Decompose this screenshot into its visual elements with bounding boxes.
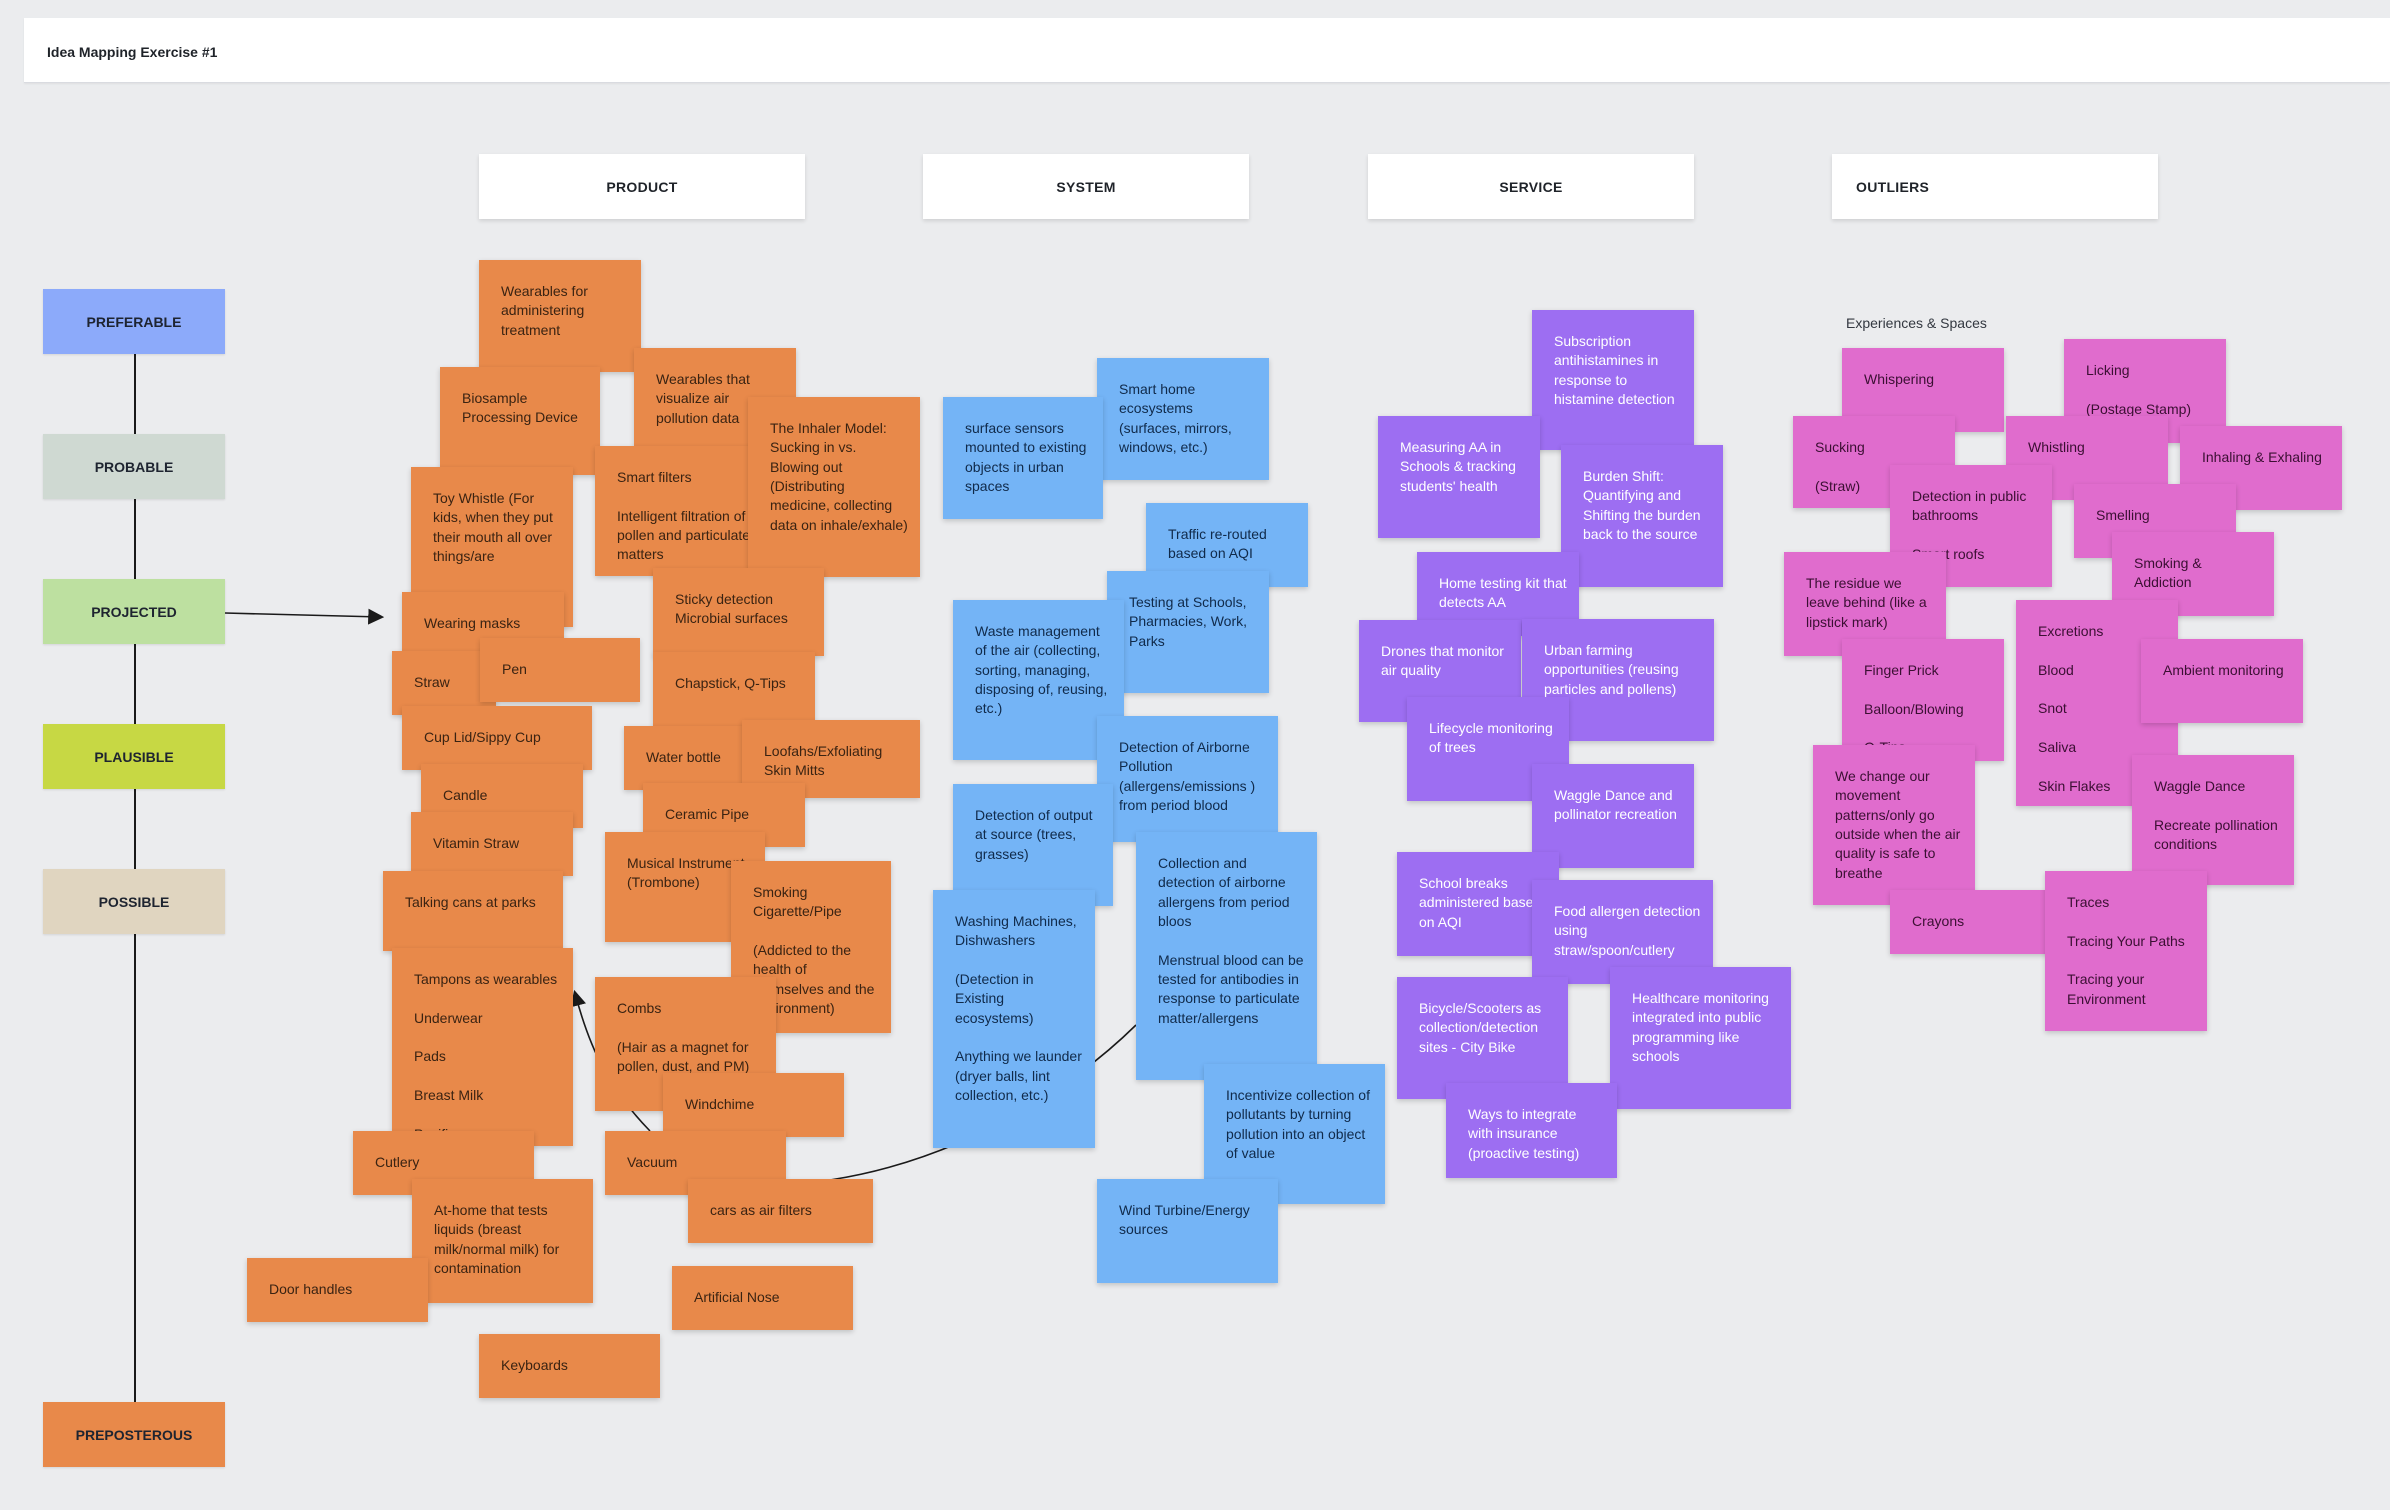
sticky-note-biosample-processing-device[interactable]: Biosample Processing Device: [440, 367, 600, 475]
sticky-note-waste-management-of-the-air-collecting-s[interactable]: Waste management of the air (collecting,…: [953, 600, 1124, 760]
future-label-projected[interactable]: PROJECTED: [43, 579, 225, 644]
sticky-note-door-handles[interactable]: Door handles: [247, 1258, 428, 1322]
sticky-note-smart-filters-intelligent-filtration-of-[interactable]: Smart filters Intelligent filtration of …: [595, 446, 770, 576]
sticky-note-detection-of-output-at-source-trees-gras[interactable]: Detection of output at source (trees, gr…: [953, 784, 1113, 906]
sticky-note-measuring-aa-in-schools-tracking-student[interactable]: Measuring AA in Schools & tracking stude…: [1378, 416, 1540, 538]
sticky-note-water-bottle[interactable]: Water bottle: [624, 726, 764, 790]
sticky-note-vitamin-straw[interactable]: Vitamin Straw: [411, 812, 573, 876]
sticky-note-surface-sensors-mounted-to-existing-obje[interactable]: surface sensors mounted to existing obje…: [943, 397, 1103, 519]
sticky-note-traces-tracing-your-paths-tracing-your-e[interactable]: Traces Tracing Your Paths Tracing your E…: [2045, 871, 2207, 1031]
sticky-note-collection-and-detection-of-airborne-all[interactable]: Collection and detection of airborne all…: [1136, 832, 1317, 1080]
sticky-note-waggle-dance-recreate-pollination-condit[interactable]: Waggle Dance Recreate pollination condit…: [2132, 755, 2294, 885]
sticky-note-sticky-detection-microbial-surfaces[interactable]: Sticky detection Microbial surfaces: [653, 568, 824, 656]
sticky-note-artificial-nose[interactable]: Artificial Nose: [672, 1266, 853, 1330]
sticky-note-wearables-for-administering-treatment[interactable]: Wearables for administering treatment: [479, 260, 641, 372]
sticky-note-cup-lid-sippy-cup[interactable]: Cup Lid/Sippy Cup: [402, 706, 592, 770]
column-header-product[interactable]: PRODUCT: [479, 154, 805, 219]
sticky-note-subscription-antihistamines-in-response-[interactable]: Subscription antihistamines in response …: [1532, 310, 1694, 450]
sticky-note-keyboards[interactable]: Keyboards: [479, 1334, 660, 1398]
sticky-note-tampons-as-wearables-underwear-pads-brea[interactable]: Tampons as wearables Underwear Pads Brea…: [392, 948, 573, 1146]
outliers-caption: Experiences & Spaces: [1846, 315, 1987, 331]
sticky-note-drones-that-monitor-air-quality[interactable]: Drones that monitor air quality: [1359, 620, 1521, 722]
sticky-note-ways-to-integrate-with-insurance-proacti[interactable]: Ways to integrate with insurance (proact…: [1446, 1083, 1617, 1178]
sticky-note-smart-home-ecosystems-surfaces-mirrors-w[interactable]: Smart home ecosystems (surfaces, mirrors…: [1097, 358, 1269, 480]
column-header-outliers[interactable]: OUTLIERS: [1832, 154, 2158, 219]
sticky-note-burden-shift-quantifying-and-shifting-th[interactable]: Burden Shift: Quantifying and Shifting t…: [1561, 445, 1723, 587]
sticky-note-ambient-monitoring[interactable]: Ambient monitoring: [2141, 639, 2303, 723]
sticky-note-washing-machines-dishwashers-detection-i[interactable]: Washing Machines, Dishwashers (Detection…: [933, 890, 1095, 1148]
sticky-note-we-change-our-movement-patterns-only-go-[interactable]: We change our movement patterns/only go …: [1813, 745, 1975, 905]
sticky-note-detection-of-airborne-pollution-allergen[interactable]: Detection of Airborne Pollution (allerge…: [1097, 716, 1278, 842]
future-label-plausible[interactable]: PLAUSIBLE: [43, 724, 225, 789]
future-label-preferable[interactable]: PREFERABLE: [43, 289, 225, 354]
sticky-note-wind-turbine-energy-sources[interactable]: Wind Turbine/Energy sources: [1097, 1179, 1278, 1283]
sticky-note-pen[interactable]: Pen: [480, 638, 640, 702]
sticky-note-waggle-dance-and-pollinator-recreation[interactable]: Waggle Dance and pollinator recreation: [1532, 764, 1694, 868]
sticky-note-straw[interactable]: Straw: [392, 651, 496, 715]
board-title-bar: Idea Mapping Exercise #1: [24, 18, 2390, 83]
sticky-note-food-allergen-detection-using-straw-spoo[interactable]: Food allergen detection using straw/spoo…: [1532, 880, 1713, 984]
sticky-note-detection-in-public-bathrooms-smart-roof[interactable]: Detection in public bathrooms Smart roof…: [1890, 465, 2052, 587]
sticky-note-talking-cans-at-parks[interactable]: Talking cans at parks: [383, 871, 563, 951]
sticky-note-bicycle-scooters-as-collection-detection[interactable]: Bicycle/Scooters as collection/detection…: [1397, 977, 1568, 1099]
future-label-possible[interactable]: POSSIBLE: [43, 869, 225, 934]
future-label-probable[interactable]: PROBABLE: [43, 434, 225, 499]
sticky-note-at-home-that-tests-liquids-breast-milk-n[interactable]: At-home that tests liquids (breast milk/…: [412, 1179, 593, 1303]
sticky-note-healthcare-monitoring-integrated-into-pu[interactable]: Healthcare monitoring integrated into pu…: [1610, 967, 1791, 1109]
sticky-note-testing-at-schools-pharmacies-work-parks[interactable]: Testing at Schools, Pharmacies, Work, Pa…: [1107, 571, 1269, 693]
column-header-service[interactable]: SERVICE: [1368, 154, 1694, 219]
sticky-note-windchime[interactable]: Windchime: [663, 1073, 844, 1137]
board-title: Idea Mapping Exercise #1: [47, 44, 218, 60]
column-header-system[interactable]: SYSTEM: [923, 154, 1249, 219]
sticky-note-crayons[interactable]: Crayons: [1890, 890, 2052, 954]
projected-arrow: [224, 608, 385, 625]
sticky-note-cars-as-air-filters[interactable]: cars as air filters: [688, 1179, 873, 1243]
sticky-note-chapstick-q-tips[interactable]: Chapstick, Q-Tips: [653, 652, 815, 730]
future-label-preposterous[interactable]: PREPOSTEROUS: [43, 1402, 225, 1467]
sticky-note-the-residue-we-leave-behind-like-a-lipst[interactable]: The residue we leave behind (like a lips…: [1784, 552, 1946, 656]
sticky-note-finger-prick-balloon-blowing-q-tips[interactable]: Finger Prick Balloon/Blowing Q-Tips: [1842, 639, 2004, 761]
sticky-note-the-inhaler-model-sucking-in-vs-blowing-[interactable]: The Inhaler Model: Sucking in vs. Blowin…: [748, 397, 920, 577]
